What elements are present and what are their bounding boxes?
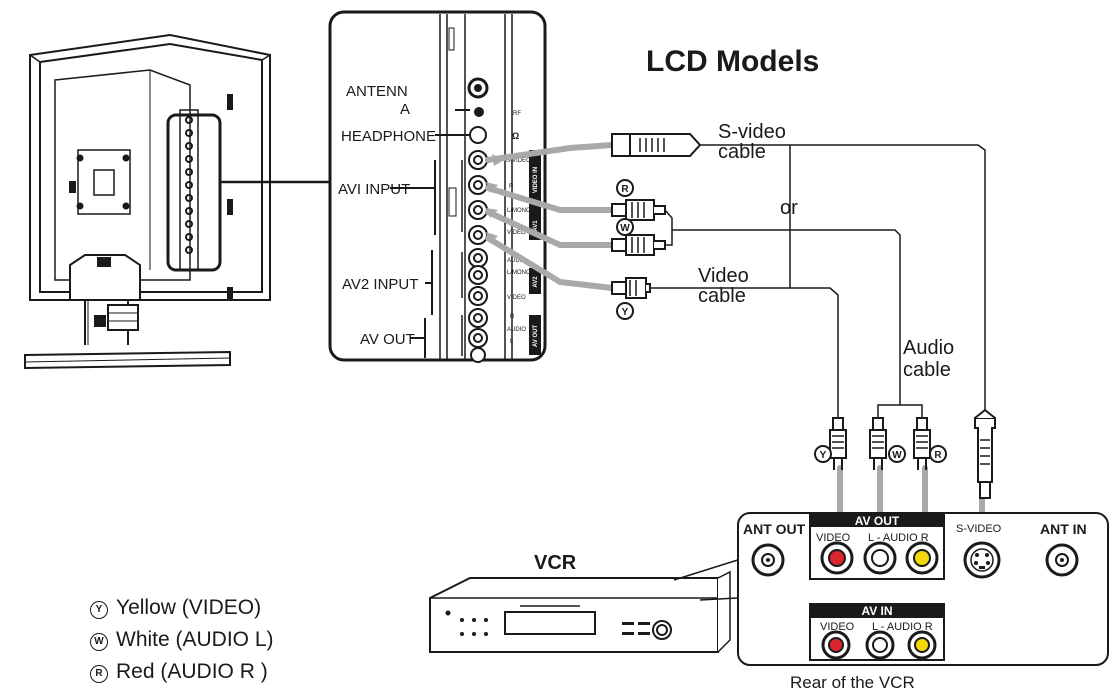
panel-label-l-mono: L/MONO [507,208,531,214]
panel-label-video-2: VIDEO [507,295,526,301]
panel-label-headphone-symbol: Ω [512,131,519,141]
vcr-ant-in-jack [1045,543,1079,577]
legend-item-yellow: Y Yellow (VIDEO) [90,596,261,620]
panel-label-video-in: VIDEO IN [533,167,539,193]
vcr-av-in-video-label: VIDEO [820,621,855,633]
marker-red-vcr: R [929,445,947,463]
cable-connections [485,142,985,518]
rf-jack [467,77,489,117]
svg-text:W: W [892,450,902,461]
vcr-label: VCR [534,552,577,574]
panel-label-r: R [509,184,514,190]
vcr-s-video-jack [963,541,1001,579]
cable-wires [650,144,986,418]
panel-label-s-video: S-VIDEO [506,158,531,164]
vcr-ant-out-label: ANT OUT [743,521,806,537]
legend-text-yellow: Yellow (VIDEO) [116,596,262,619]
av-out-jacks [468,308,488,363]
panel-label-av1: AV1 [533,220,539,232]
vcr-ant-out-jack [751,543,785,577]
label-antenna-line-1: ANTENN [346,83,408,100]
s-video-cable-label-line-2: cable [718,141,766,163]
legend-marker-red-icon: R [90,665,108,683]
label-av-out: AV OUT [360,331,415,348]
vcr-av-out-video-label: VIDEO [816,532,851,544]
marker-yellow-tv: Y [616,302,634,320]
panel-label-l-mono-2: L/MONO [507,270,531,276]
label-antenna: ANTENN A [346,83,412,118]
rca-plugs-tv [611,199,666,299]
legend-text-white: White (AUDIO L) [116,628,274,651]
video-cable-label: Video cable [698,265,754,307]
tv-jack-panel: VIDEO IN AV1 AV2 AV OUT RF Ω S-VIDEO R L… [328,10,547,363]
legend-text-red: Red (AUDIO R ) [116,660,268,683]
label-av2-input: AV2 INPUT [342,276,418,293]
audio-cable-label: Audio cable [903,337,960,381]
vcr-av-out-audio-label: L - AUDIO R [868,532,929,544]
label-antenna-line-2: A [400,101,410,118]
vcr-s-video-label: S-VIDEO [956,523,1002,535]
vcr-rear-panel: AV OUT VIDEO L - AUDIO R AV IN VIDEO L -… [737,512,1109,666]
panel-label-r-2: R [510,314,515,320]
video-cable-label-line-1: Video [698,265,749,287]
audio-cable-label-line-2: cable [903,359,951,381]
panel-label-l: L [510,339,514,345]
marker-white-vcr: W [888,445,906,463]
legend-item-red: R Red (AUDIO R ) [90,660,268,684]
vcr-av-in-audio-label: L - AUDIO R [872,621,933,633]
legend-marker-white-icon: W [90,633,108,651]
svg-text:R: R [934,450,942,461]
rca-plugs-vcr [829,417,931,470]
vcr-rear-caption: Rear of the VCR [790,673,915,692]
panel-label-video: VIDEO [507,230,526,236]
vcr-ant-in-label: ANT IN [1040,521,1087,537]
vcr-av-out-title: AV OUT [855,514,900,528]
svg-text:W: W [620,223,630,234]
vcr-front-illustration [429,570,731,653]
panel-label-av2: AV2 [533,276,539,288]
marker-white-tv: W [616,218,634,236]
s-video-plug-vcr [974,408,996,499]
s-video-cable-label: S-video cable [718,121,791,163]
legend-marker-yellow-icon: Y [90,601,108,619]
marker-red-tv: R [616,179,634,197]
label-av1-input: AVI INPUT [338,181,410,198]
s-video-cable-label-line-1: S-video [718,121,786,143]
svg-text:R: R [621,184,629,195]
panel-label-audio-2: AUDIO [507,327,526,333]
marker-yellow-vcr: Y [814,445,832,463]
diagram-title: LCD Models [646,45,819,78]
panel-label-av-out: AV OUT [533,325,539,348]
panel-label-rf: RF [513,111,521,117]
svg-text:Y: Y [820,450,827,461]
or-label: or [780,197,798,219]
vcr-av-out-jacks [820,541,939,575]
vcr-av-in-jacks [821,630,937,660]
av2-jacks [468,248,488,306]
headphone-jack [469,126,487,144]
svg-text:Y: Y [622,307,629,318]
label-headphone: HEADPHONE [341,128,436,145]
vcr-av-in-title: AV IN [861,604,892,618]
panel-label-audio: AUDIO [507,258,526,264]
audio-cable-label-line-1: Audio [903,337,954,359]
tv-rear-illustration [24,33,330,370]
legend-item-white: W White (AUDIO L) [90,628,274,652]
video-cable-label-line-2: cable [698,285,746,307]
s-video-plug-tv [611,133,702,157]
